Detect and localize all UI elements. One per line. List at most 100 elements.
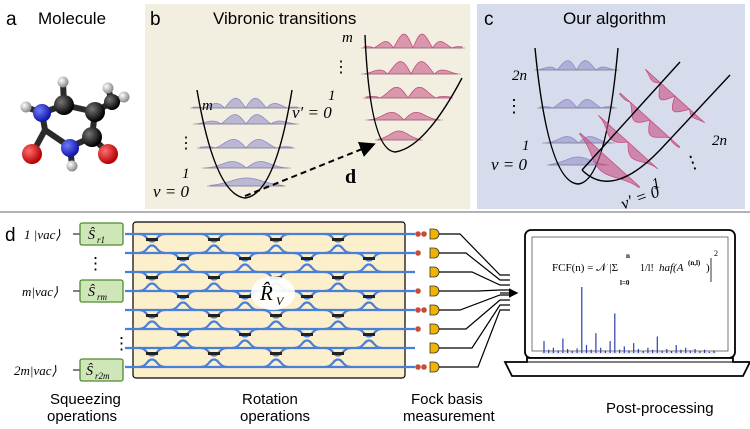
phase-shifter: [270, 238, 282, 241]
fcf-haf-sup: (n,l): [688, 259, 701, 267]
photon: [415, 326, 421, 332]
coupler-bottom: [324, 358, 352, 369]
phase-shifter: [332, 352, 344, 355]
caption-fock-2: measurement: [403, 408, 496, 425]
panel-b-background: [145, 4, 470, 209]
excited-potential-curve-inner: [581, 61, 681, 171]
panel-c: c Our algorithm 2n ⋮ 1 ν = 0 2n ⋮ 1 ν′ =…: [477, 4, 745, 213]
coupler-bottom: [355, 301, 383, 312]
phase-shifter: [363, 295, 375, 298]
phase-shifter: [177, 295, 189, 298]
squeezer-m: [79, 279, 124, 303]
input-2m: 2m|vac⟩ Ŝ r2m: [14, 358, 124, 382]
excited-wave: [644, 68, 705, 124]
squeezer-2m: [79, 358, 124, 382]
coupler-top: [262, 232, 290, 243]
photon: [421, 364, 427, 370]
coupler-bottom: [324, 320, 352, 331]
coupler-top: [355, 289, 383, 300]
input-1: 1 |vac⟩ Ŝ r1: [24, 222, 124, 246]
panel-b-letter: b: [150, 9, 161, 30]
coupler-top: [169, 251, 197, 262]
detector: [429, 304, 440, 316]
squeezer-1: [79, 222, 124, 246]
ground-potential-curve: [534, 47, 619, 185]
detector-wire: [439, 252, 510, 281]
coupler-bottom: [200, 358, 228, 369]
excited-state-wavefunctions: [579, 68, 705, 189]
coupler-bottom: [262, 244, 290, 255]
laptop-screen: [531, 236, 729, 352]
fock-detectors: [415, 228, 519, 373]
detector-wire: [439, 294, 510, 311]
squeezer-2m-op: Ŝ: [86, 362, 93, 379]
fcf-sum-bottom: l=0: [620, 279, 630, 287]
coupler-top: [293, 327, 321, 338]
phase-shifter: [239, 333, 251, 336]
excited-wave: [363, 33, 463, 50]
coupler-top: [169, 289, 197, 300]
coupler-top: [231, 251, 259, 262]
ground-wave: [536, 60, 617, 71]
coupler-top: [200, 270, 228, 281]
coupler-bottom: [138, 320, 166, 331]
excited-top-level: 2n: [712, 133, 727, 149]
photon: [415, 250, 421, 256]
coupler-bottom: [324, 244, 352, 255]
fcf-sum-top: n: [626, 252, 630, 260]
coupler-bottom: [262, 358, 290, 369]
coupler-top: [138, 232, 166, 243]
caption-squeezing-2: operations: [47, 408, 117, 425]
coupler-top: [324, 232, 352, 243]
coupler-bottom: [138, 358, 166, 369]
caption-squeezing-1: Squeezing: [50, 391, 121, 408]
ground-top-level: 2n: [512, 68, 527, 84]
detector: [429, 247, 440, 259]
photon: [415, 288, 421, 294]
input-dots: ⋮: [87, 254, 104, 273]
ground-potential-curve: [196, 89, 293, 199]
ground-wave: [544, 136, 613, 144]
rotation-label: R̂: [259, 281, 273, 305]
phase-shifter: [177, 257, 189, 260]
molecule-image: [20, 76, 130, 172]
coupler-top: [138, 308, 166, 319]
phase-shifter: [332, 238, 344, 241]
coupler-top: [200, 346, 228, 357]
coupler-top: [262, 346, 290, 357]
phase-shifter: [332, 276, 344, 279]
fcf-formula: FCF(n) = 𝒩 |Σ n l=0 1/l! haf(A (n,l) ) 2: [552, 249, 718, 287]
panel-c-title: Our algorithm: [563, 9, 666, 28]
coupler-bottom: [293, 301, 321, 312]
fcf-haf-close: ): [706, 262, 710, 274]
fcf-exponent: 2: [714, 249, 718, 258]
squeezer-2m-sub: r2m: [95, 371, 110, 381]
detector: [429, 342, 440, 354]
coupler-bottom: [138, 244, 166, 255]
excited-wave: [619, 92, 681, 149]
fcf-frac: 1/l!: [640, 263, 654, 274]
panel-a-title: Molecule: [38, 9, 106, 28]
displacement-arrow: [244, 142, 376, 197]
panel-c-letter: c: [484, 9, 494, 30]
detector-wire: [439, 233, 510, 276]
ground-level-one: 1: [182, 166, 190, 182]
detector-wire: [439, 304, 510, 349]
rotation-label-sub: V: [276, 294, 285, 308]
coupler-bottom: [138, 282, 166, 293]
coupler-bottom: [293, 339, 321, 350]
panel-b: b Vibronic transitions d m ⋮ 1 ν = 0 m ⋮…: [145, 4, 470, 209]
ground-level-zero: ν = 0: [491, 155, 528, 174]
phase-shifter: [208, 238, 220, 241]
excited-state-wavefunctions: [361, 33, 465, 141]
fcf-spectrum: [542, 287, 716, 354]
photon: [415, 231, 421, 237]
phase-shifter: [270, 352, 282, 355]
coupler-top: [200, 232, 228, 243]
detector: [429, 285, 440, 297]
excited-dots: ⋮: [681, 150, 705, 175]
laptop-base: [503, 357, 750, 377]
ground-wave: [204, 161, 289, 169]
coupler-top: [138, 270, 166, 281]
